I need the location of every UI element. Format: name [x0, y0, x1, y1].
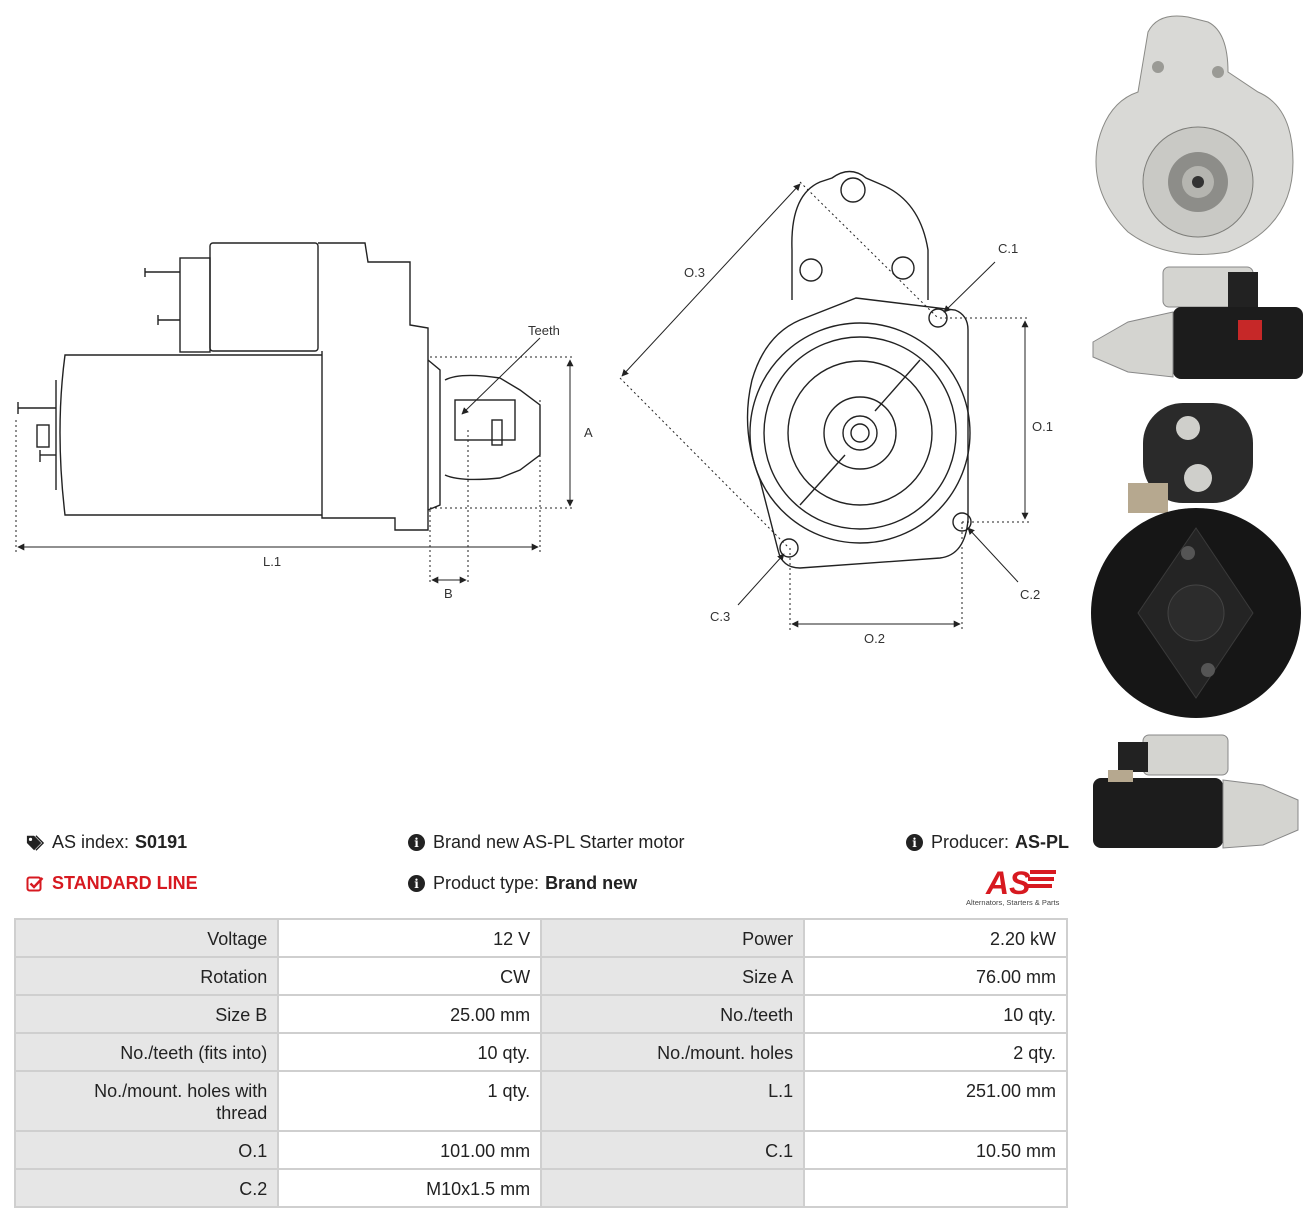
side-view: [17, 242, 541, 531]
table-row: No./teeth (fits into) 10 qty. No./mount.…: [16, 1034, 1066, 1070]
brand-text: Brand new AS-PL Starter motor: [433, 832, 685, 852]
spec-key: Size A: [542, 958, 804, 994]
as-index: AS index: S0191: [26, 832, 187, 853]
info-circle-icon: i: [408, 834, 425, 851]
spec-value: 10 qty.: [805, 996, 1066, 1032]
spec-key: No./mount. holes: [542, 1034, 804, 1070]
brand-info: i Brand new AS-PL Starter motor: [408, 832, 684, 853]
label-a: A: [584, 425, 593, 440]
info-circle-icon: i: [408, 875, 425, 892]
standard-line-label: STANDARD LINE: [52, 873, 198, 893]
producer-value: AS-PL: [1015, 832, 1070, 852]
label-o3: O.3: [684, 265, 705, 280]
label-b: B: [444, 586, 453, 601]
producer: i Producer: AS-PL: [906, 832, 1069, 853]
table-row: Size B 25.00 mm No./teeth 10 qty.: [16, 996, 1066, 1032]
check-square-icon: [26, 876, 44, 891]
spec-key: No./teeth: [542, 996, 804, 1032]
label-c3: C.3: [710, 609, 730, 624]
photo-front-view: [1088, 12, 1306, 257]
photo-rear-view: [1088, 398, 1306, 718]
label-l1: L.1: [263, 554, 281, 569]
spec-value: 25.00 mm: [279, 996, 541, 1032]
spec-key: C.2: [16, 1170, 278, 1206]
spec-value: CW: [279, 958, 541, 994]
product-type-label: Product type:: [433, 873, 540, 893]
table-row: O.1 101.00 mm C.1 10.50 mm: [16, 1132, 1066, 1168]
front-view-dimensions: [619, 181, 1030, 630]
label-o1: O.1: [1032, 419, 1053, 434]
photo-top-view: [1088, 730, 1306, 854]
product-line: STANDARD LINE: [26, 873, 198, 894]
spec-key: No./mount. holes with thread: [16, 1072, 278, 1130]
front-view: [746, 170, 972, 569]
as-index-value: S0191: [135, 832, 188, 852]
product-type-value: Brand new: [545, 873, 638, 893]
logo-tagline: Alternators, Starters & Parts: [966, 898, 1060, 907]
tags-icon: [26, 834, 44, 851]
photo-side-view: [1088, 262, 1306, 386]
svg-text:AS: AS: [985, 866, 1031, 898]
spec-value: 10 qty.: [279, 1034, 541, 1070]
spec-value: 12 V: [279, 920, 541, 956]
table-row: No./mount. holes with thread 1 qty. L.1 …: [16, 1072, 1066, 1130]
spec-value: 2.20 kW: [805, 920, 1066, 956]
label-c1: C.1: [998, 241, 1018, 256]
spec-value: 76.00 mm: [805, 958, 1066, 994]
as-logo-icon: AS: [985, 865, 1056, 901]
spec-value: [805, 1170, 1066, 1206]
table-row: Voltage 12 V Power 2.20 kW: [16, 920, 1066, 956]
product-type: i Product type: Brand new: [408, 873, 637, 894]
spec-key: No./teeth (fits into): [16, 1034, 278, 1070]
label-teeth: Teeth: [528, 323, 560, 338]
spec-key: L.1: [542, 1072, 804, 1130]
spec-key: [542, 1170, 804, 1206]
spec-value: 2 qty.: [805, 1034, 1066, 1070]
table-row: Rotation CW Size A 76.00 mm: [16, 958, 1066, 994]
spec-key: Size B: [16, 996, 278, 1032]
spec-key: O.1: [16, 1132, 278, 1168]
label-o2: O.2: [864, 631, 885, 646]
info-circle-icon: i: [906, 834, 923, 851]
specs-table: Voltage 12 V Power 2.20 kW Rotation CW S…: [14, 918, 1068, 1208]
table-row: C.2 M10x1.5 mm: [16, 1170, 1066, 1206]
spec-value: 1 qty.: [279, 1072, 541, 1130]
spec-value: M10x1.5 mm: [279, 1170, 541, 1206]
side-view-dimensions: [15, 337, 575, 585]
as-index-label: AS index:: [52, 832, 130, 852]
spec-value: 10.50 mm: [805, 1132, 1066, 1168]
spec-key: C.1: [542, 1132, 804, 1168]
spec-value: 251.00 mm: [805, 1072, 1066, 1130]
producer-label: Producer:: [931, 832, 1010, 852]
label-c2: C.2: [1020, 587, 1040, 602]
spec-value: 101.00 mm: [279, 1132, 541, 1168]
spec-key: Power: [542, 920, 804, 956]
spec-key: Voltage: [16, 920, 278, 956]
as-pl-logo: AS Alternators, Starters & Parts: [962, 865, 1070, 908]
technical-drawing: Teeth A L.1 B O.3 C.1 O.1 C.2 C: [15, 170, 1053, 646]
spec-key: Rotation: [16, 958, 278, 994]
